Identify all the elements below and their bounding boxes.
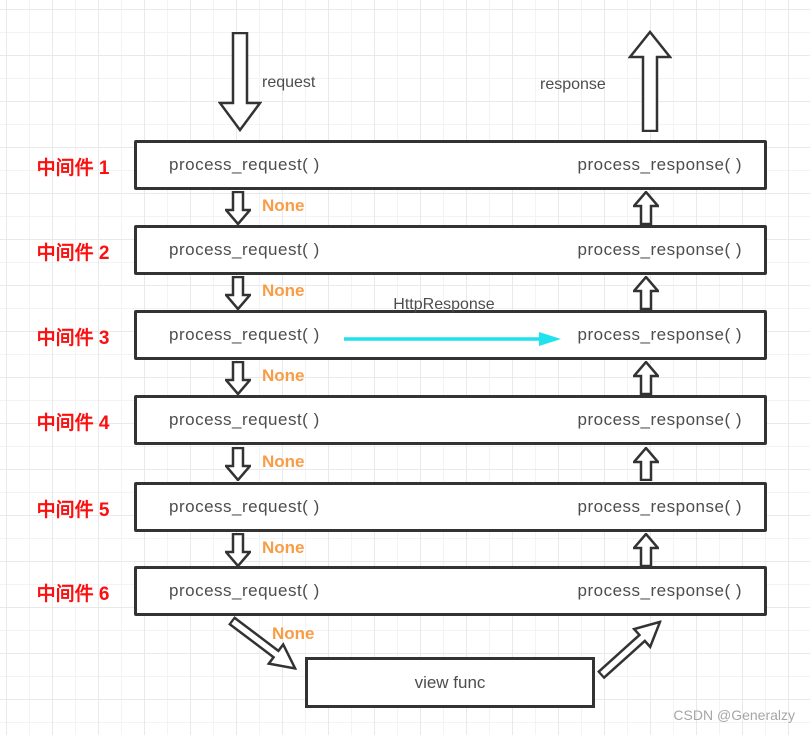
middleware-5-box: process_request( ) process_response( ) [134,482,767,532]
middleware-2-box: process_request( ) process_response( ) [134,225,767,275]
none-down-arrow-icon [225,276,251,310]
request-label: request [262,74,316,91]
http-response-arrow-icon [344,332,561,346]
watermark: CSDN @Generalzy [673,707,795,723]
middleware-4-box: process_request( ) process_response( ) [134,395,767,445]
process-request-label: process_request( ) [169,410,320,429]
request-down-arrow-icon [218,32,262,132]
none-down-arrow-icon [225,361,251,395]
response-up-arrow-icon [628,30,672,132]
process-request-label: process_request( ) [169,497,320,516]
process-response-label: process_response( ) [577,325,742,344]
from-view-diagonal-arrow-icon [596,620,663,680]
none-down-arrow-icon [225,533,251,567]
middleware-2-label: 中间件 2 [36,243,110,264]
none-label: None [262,281,305,300]
process-response-label: process_response( ) [577,155,742,174]
http-response-label: HttpResponse [393,296,495,313]
response-small-up-arrow-icon [633,276,659,310]
middleware-3-box: process_request( ) process_response( ) [134,310,767,360]
none-down-arrow-icon [225,191,251,225]
view-func-label: view func [414,672,486,692]
response-small-up-arrow-icon [633,361,659,395]
view-func-box: view func [305,657,595,708]
none-label: None [262,366,305,385]
middleware-1-label: 中间件 1 [36,158,110,179]
process-request-label: process_request( ) [169,240,320,259]
response-small-up-arrow-icon [633,191,659,225]
none-down-arrow-icon [225,447,251,481]
response-small-up-arrow-icon [633,533,659,567]
response-label: response [540,76,606,93]
none-label: None [262,196,305,215]
none-label: None [262,538,305,557]
process-request-label: process_request( ) [169,581,320,600]
middleware-6-box: process_request( ) process_response( ) [134,566,767,616]
middleware-1-box: process_request( ) process_response( ) [134,140,767,190]
process-request-label: process_request( ) [169,325,320,344]
process-response-label: process_response( ) [577,410,742,429]
process-response-label: process_response( ) [577,581,742,600]
none-label: None [262,452,305,471]
middleware-5-label: 中间件 5 [36,500,110,521]
middleware-4-label: 中间件 4 [36,413,110,434]
response-small-up-arrow-icon [633,447,659,481]
none-label: None [272,624,315,643]
process-response-label: process_response( ) [577,240,742,259]
middleware-6-label: 中间件 6 [36,584,110,605]
to-view-diagonal-arrow-icon [227,615,298,671]
process-request-label: process_request( ) [169,155,320,174]
middleware-3-label: 中间件 3 [36,328,110,349]
process-response-label: process_response( ) [577,497,742,516]
